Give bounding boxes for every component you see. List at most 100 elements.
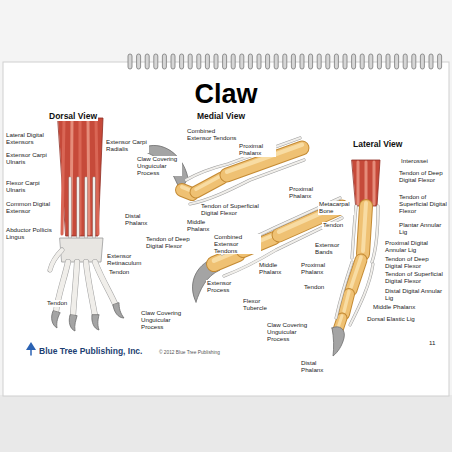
spiral-ring <box>205 54 209 69</box>
part-label: Tendon <box>108 269 130 276</box>
part-label: Proximal Phalanx <box>288 186 326 200</box>
spiral-ring <box>223 54 227 69</box>
tendon-outline <box>69 178 72 240</box>
tendon <box>85 178 87 240</box>
tendon-outline <box>372 206 378 262</box>
tendon <box>77 178 79 240</box>
part-label: Tendon <box>46 300 68 307</box>
spiral-ring <box>420 54 424 69</box>
spiral-ring <box>266 54 270 69</box>
part-label: Claw Covering Unguicular Process <box>136 156 182 176</box>
spiral-ring <box>352 54 356 69</box>
spiral-ring <box>257 54 261 69</box>
tendon-outline <box>50 250 62 270</box>
part-label: Flexor Tubercle <box>242 298 278 312</box>
claw <box>92 315 99 330</box>
part-label: Proximal Digital Annular Lig <box>384 240 448 254</box>
tendon-outline <box>77 178 80 240</box>
bone-highlight <box>344 292 349 312</box>
spiral-ring <box>334 54 338 69</box>
spiral-ring <box>274 54 278 69</box>
spiral-ring <box>128 54 132 69</box>
tendon-outline <box>73 262 77 316</box>
part-label: Claw Covering Unguicular Process <box>266 322 320 342</box>
spiral-ring <box>197 54 201 69</box>
muscle-fiber <box>373 162 376 204</box>
part-label: Tendon of Deep Digital Flexor <box>384 256 448 270</box>
tendon-outline <box>86 262 95 316</box>
spiral-ring <box>188 54 192 69</box>
claw <box>332 327 344 356</box>
tendon-outline <box>93 178 96 240</box>
tendon-outline <box>190 160 304 204</box>
part-label: Middle Phalanx <box>186 219 220 233</box>
part-label: Tendon <box>322 222 344 229</box>
bone-highlight <box>363 203 366 251</box>
spiral-ring <box>180 54 184 69</box>
extensor-retinaculum <box>60 238 103 262</box>
spiral-ring <box>291 54 295 69</box>
spiral-ring <box>162 54 166 69</box>
footer-text: © 2012 Blue Tree Publishing <box>158 350 221 355</box>
part-label: Middle Phalanx <box>372 304 416 311</box>
tendon <box>372 206 378 262</box>
spiral-ring <box>412 54 416 69</box>
spiral-ring <box>326 54 330 69</box>
muscle-fiber <box>62 120 64 234</box>
spiral-ring <box>377 54 381 69</box>
bone-highlight <box>196 175 222 189</box>
tendon <box>336 262 352 318</box>
view-heading: Medial View <box>196 112 246 121</box>
part-label: Proximal Phalanx <box>238 143 276 157</box>
spiral-ring <box>240 54 244 69</box>
spiral-ring <box>309 54 313 69</box>
part-label: Tendon <box>303 284 325 291</box>
muscle-fiber <box>88 120 89 234</box>
view-heading: Lateral View <box>352 140 403 149</box>
footer-text: Blue Tree Publishing, Inc. <box>38 347 143 356</box>
part-label: Interossei <box>400 158 429 165</box>
part-label: Abductor Pollicis Lingus <box>5 227 53 241</box>
spiral-ring <box>214 54 218 69</box>
part-label: Distal Digital Annular Lig <box>384 288 448 302</box>
tendon <box>86 262 95 316</box>
view-heading: Dorsal View <box>48 112 98 121</box>
part-label: Extensor Process <box>206 280 242 294</box>
part-label: Tendon of Superficial Digital Flexor <box>200 203 260 217</box>
spiral-ring <box>403 54 407 69</box>
muscle <box>58 118 103 236</box>
part-label: Tendon of Superficial Digital Flexor <box>398 194 448 214</box>
spiral-ring <box>438 54 442 69</box>
bone-highlight <box>338 316 342 328</box>
part-label: Dorsal Elastic Lig <box>366 316 416 323</box>
page-title: Claw <box>0 80 452 110</box>
spiral-ring <box>360 54 364 69</box>
claw <box>52 311 60 328</box>
part-label: Extensor Retinaculum <box>106 253 154 267</box>
part-label: Proximal Phalanx <box>300 262 336 276</box>
spiral-ring <box>386 54 390 69</box>
logo-tree <box>26 342 36 350</box>
tendon <box>73 262 77 316</box>
part-label: Extensor Carpi Ulnaris <box>5 152 49 166</box>
part-label: Middle Phalanx <box>258 262 292 276</box>
part-label: Lateral Digital Extensors <box>5 132 51 146</box>
tendon <box>69 178 71 240</box>
tendon <box>190 160 304 204</box>
muscle-fiber <box>365 162 368 204</box>
spiral-ring <box>300 54 304 69</box>
spiral-ring <box>369 54 373 69</box>
part-label: Metacarpal Bone <box>318 201 354 215</box>
part-label: Extensor Carpi Radialis <box>105 139 149 153</box>
footer-text: 11 <box>428 340 436 347</box>
claw <box>113 303 124 318</box>
spiral-ring <box>429 54 433 69</box>
part-label: Distal Phalanx <box>124 213 156 227</box>
tendon-outline <box>336 262 352 318</box>
spiral-ring <box>283 54 287 69</box>
muscle-fiber <box>357 162 360 204</box>
part-label: Extensor Bands <box>314 242 350 256</box>
spiral-ring <box>231 54 235 69</box>
